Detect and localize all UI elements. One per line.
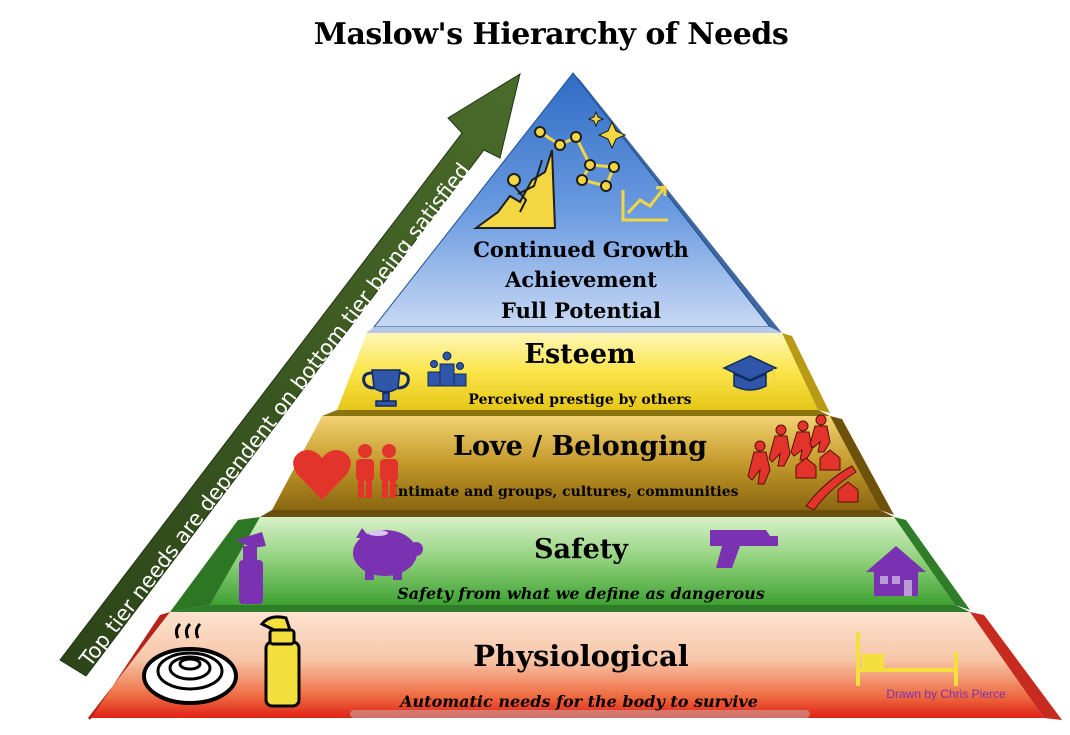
piggy-bank-icon <box>353 528 423 580</box>
safety-description: Safety from what we define as dangerous <box>397 584 765 603</box>
gun-icon <box>710 530 778 568</box>
safety-title: Safety <box>534 534 629 565</box>
tier-esteem <box>322 333 830 416</box>
climber-icon <box>472 149 557 229</box>
bed-icon <box>856 632 958 686</box>
food-bowl-icon <box>142 622 238 705</box>
credit-text: Drawn by Chris Pierce <box>886 687 1006 701</box>
self-actualization-line-1: Continued Growth <box>473 237 689 262</box>
constellation-icon <box>534 126 620 192</box>
esteem-title: Esteem <box>524 339 635 370</box>
love-belonging-description: Intimate and groups, cultures, communiti… <box>392 484 739 500</box>
house-icon <box>866 546 926 596</box>
team-climb-icon <box>747 414 831 485</box>
graduation-cap-icon <box>722 355 778 391</box>
bottom-highlight <box>350 710 810 718</box>
water-bottle-icon <box>259 615 301 708</box>
self-actualization-line-2: Achievement <box>504 267 657 292</box>
love-belonging-title: Love / Belonging <box>453 431 707 462</box>
podium-icon <box>427 351 467 387</box>
community-icon <box>795 449 859 511</box>
esteem-description: Perceived prestige by others <box>468 392 691 408</box>
trophy-icon <box>362 369 410 407</box>
tier-love-belonging <box>260 416 894 517</box>
growth-chart-icon <box>621 185 668 222</box>
heart-icon <box>293 450 351 500</box>
tier-physiological <box>88 612 1062 720</box>
physiological-description: Automatic needs for the body to survive <box>398 692 758 711</box>
self-actualization-line-3: Full Potential <box>501 298 661 323</box>
diagram-title: Maslow's Hierarchy of Needs <box>314 17 788 52</box>
tier-self-actualization <box>366 72 782 333</box>
fire-extinguisher-icon <box>236 532 266 604</box>
couple-icon <box>356 444 398 498</box>
sparkle-icon <box>587 110 627 150</box>
physiological-title: Physiological <box>473 639 689 673</box>
